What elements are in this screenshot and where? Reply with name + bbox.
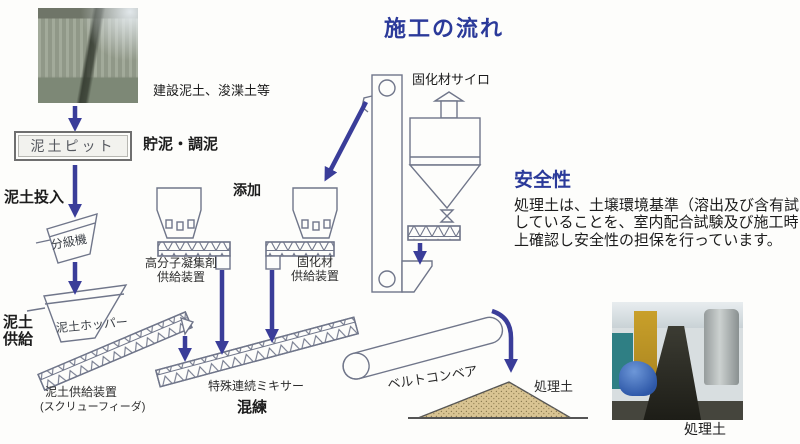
kneading-label: 混練 <box>237 399 268 416</box>
polymer-device-label-2: 供給装置 <box>156 269 205 284</box>
solidifier-device-label-1: 固化材 <box>296 255 333 269</box>
safety-text-line1: 処理土は、土壌環境基準（溶出及び含有試 <box>514 197 800 214</box>
mud-input-label: 泥土投入 <box>4 189 65 206</box>
screw-feeder-label-1: 泥土供給装置 <box>45 385 118 399</box>
silo-label: 固化材サイロ <box>412 72 491 87</box>
screw-feeder-shape <box>37 310 193 392</box>
polymer-device-label-1: 高分子凝集剤 <box>144 256 217 270</box>
arrow-elevator-to-hopper <box>324 100 368 182</box>
solidifier-device-label-2: 供給装置 <box>290 268 339 283</box>
belt-conveyor-shape <box>342 316 504 380</box>
screw-feeder-label-2: (スクリューフィーダ) <box>40 401 146 413</box>
source-material-label: 建設泥土、浚渫土等 <box>153 83 271 98</box>
safety-text-line2: していることを、室内配合試験及び施工時 <box>514 214 799 232</box>
photo2-caption: 処理土 <box>684 421 726 437</box>
safety-heading: 安全性 <box>514 170 572 191</box>
mud-pit-label: 泥土ピット <box>30 138 116 154</box>
silo-shape <box>407 91 482 241</box>
excavation-photo <box>38 8 138 103</box>
mixer-label: 特殊連続ミキサー <box>208 379 305 393</box>
page-title: 施工の流れ <box>384 16 505 41</box>
arrow-conveyor-to-pile <box>491 308 518 373</box>
solidifier-hopper-shape <box>265 187 338 270</box>
safety-text-line3: 上確認し安全性の担保を行っています。 <box>514 231 782 249</box>
flow-arrows <box>68 100 518 373</box>
mud-hopper-shape <box>26 284 128 343</box>
addition-label: 添加 <box>233 182 261 198</box>
photo-blue-tarp <box>618 361 657 397</box>
mud-supply-label-1: 泥土 <box>3 314 34 331</box>
mud-pit-box: 泥土ピット <box>14 131 132 161</box>
treated-soil-photo <box>612 302 743 420</box>
photo-silo-tank <box>703 309 740 385</box>
soil-pile-shape <box>408 381 588 419</box>
pile-label: 処理土 <box>534 379 574 394</box>
mud-supply-label-2: 供給 <box>3 331 34 349</box>
polymer-hopper-shape <box>156 187 231 270</box>
elevator-shape <box>361 74 433 293</box>
classifier-shape <box>35 213 98 264</box>
storage-label: 貯泥・調泥 <box>143 136 219 153</box>
mixer-shape <box>154 316 360 388</box>
feeder-outlet-chute <box>180 316 195 336</box>
